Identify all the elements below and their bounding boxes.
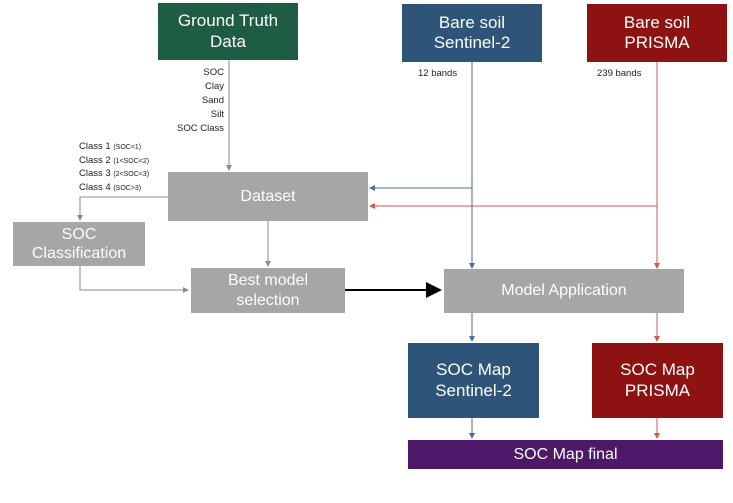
prisma-bands-label: 239 bands	[597, 68, 642, 79]
bare-soil-s2-line2: Sentinel-2	[433, 33, 511, 52]
ground-truth-variables: SOC Clay Sand Silt SOC Class	[162, 66, 224, 136]
edge-classification-bestmodel	[79, 266, 189, 293]
bare-soil-prisma-node: Bare soil PRISMA	[587, 4, 727, 62]
class-range: (SOC<1)	[113, 144, 142, 151]
best-model-line2: selection	[236, 291, 300, 309]
class-name: Class 4	[79, 181, 111, 193]
dataset-node: Dataset	[168, 172, 368, 221]
model-application-label: Model Application	[501, 282, 627, 300]
soc-map-prisma-line2: PRISMA	[624, 380, 691, 400]
ground-truth-data-node: Ground Truth Data	[158, 3, 298, 60]
edge-prisma-dataset	[369, 62, 658, 209]
class-range: (1<SOC<2)	[113, 157, 150, 165]
soc-map-prisma-node: SOC Map PRISMA	[592, 343, 723, 418]
variable-label: Sand	[201, 95, 224, 106]
class-range: (SOC>3)	[113, 184, 142, 192]
bare-soil-s2-line1: Bare soil	[438, 12, 506, 32]
dataset-label: Dataset	[240, 187, 296, 205]
ground-truth-line2: Data	[210, 31, 246, 51]
soc-map-final-label: SOC Map final	[513, 445, 618, 463]
soc-classification-line2: Classification	[31, 245, 127, 262]
soc-map-s2-line1: SOC Map	[436, 360, 511, 380]
soc-map-s2-line2: Sentinel-2	[435, 380, 512, 400]
soc-map-sentinel2-node: SOC Map Sentinel-2	[408, 343, 539, 418]
bare-soil-prisma-line2: PRISMA	[624, 33, 690, 52]
class-list: Class 1 (SOC<1) Class 2 (1<SOC<2) Class …	[79, 141, 149, 195]
class-item: Class 4 (SOC>3)	[79, 182, 149, 196]
bare-soil-prisma-line1: Bare soil	[623, 12, 691, 32]
class-item: Class 3 (2<SOC<3)	[79, 168, 149, 182]
best-model-selection-node: Best model selection	[191, 268, 345, 313]
soc-map-prisma-line1: SOC Map	[620, 360, 695, 380]
class-name: Class 2	[79, 154, 111, 166]
soc-classification-node: SOC Classification	[13, 222, 145, 266]
class-range: (2<SOC<3)	[113, 171, 150, 178]
class-name: Class 3	[79, 168, 111, 179]
variable-label: Clay	[204, 81, 224, 92]
variable-label: Silt	[210, 109, 224, 120]
bare-soil-sentinel2-node: Bare soil Sentinel-2	[402, 4, 542, 62]
class-item: Class 2 (1<SOC<2)	[79, 155, 149, 169]
best-model-line1: Best model	[227, 272, 309, 290]
variable-label: SOC Class	[177, 123, 224, 134]
class-item: Class 1 (SOC<1)	[79, 141, 149, 155]
edge-dataset-classification	[77, 196, 168, 221]
variable-label: SOC	[203, 67, 224, 78]
soc-classification-line1: SOC	[61, 225, 97, 243]
soc-map-final-node: SOC Map final	[408, 440, 723, 469]
class-name: Class 1	[79, 141, 111, 152]
s2-bands-label: 12 bands	[418, 68, 458, 79]
ground-truth-line1: Ground Truth	[177, 11, 279, 31]
model-application-node: Model Application	[444, 269, 684, 313]
